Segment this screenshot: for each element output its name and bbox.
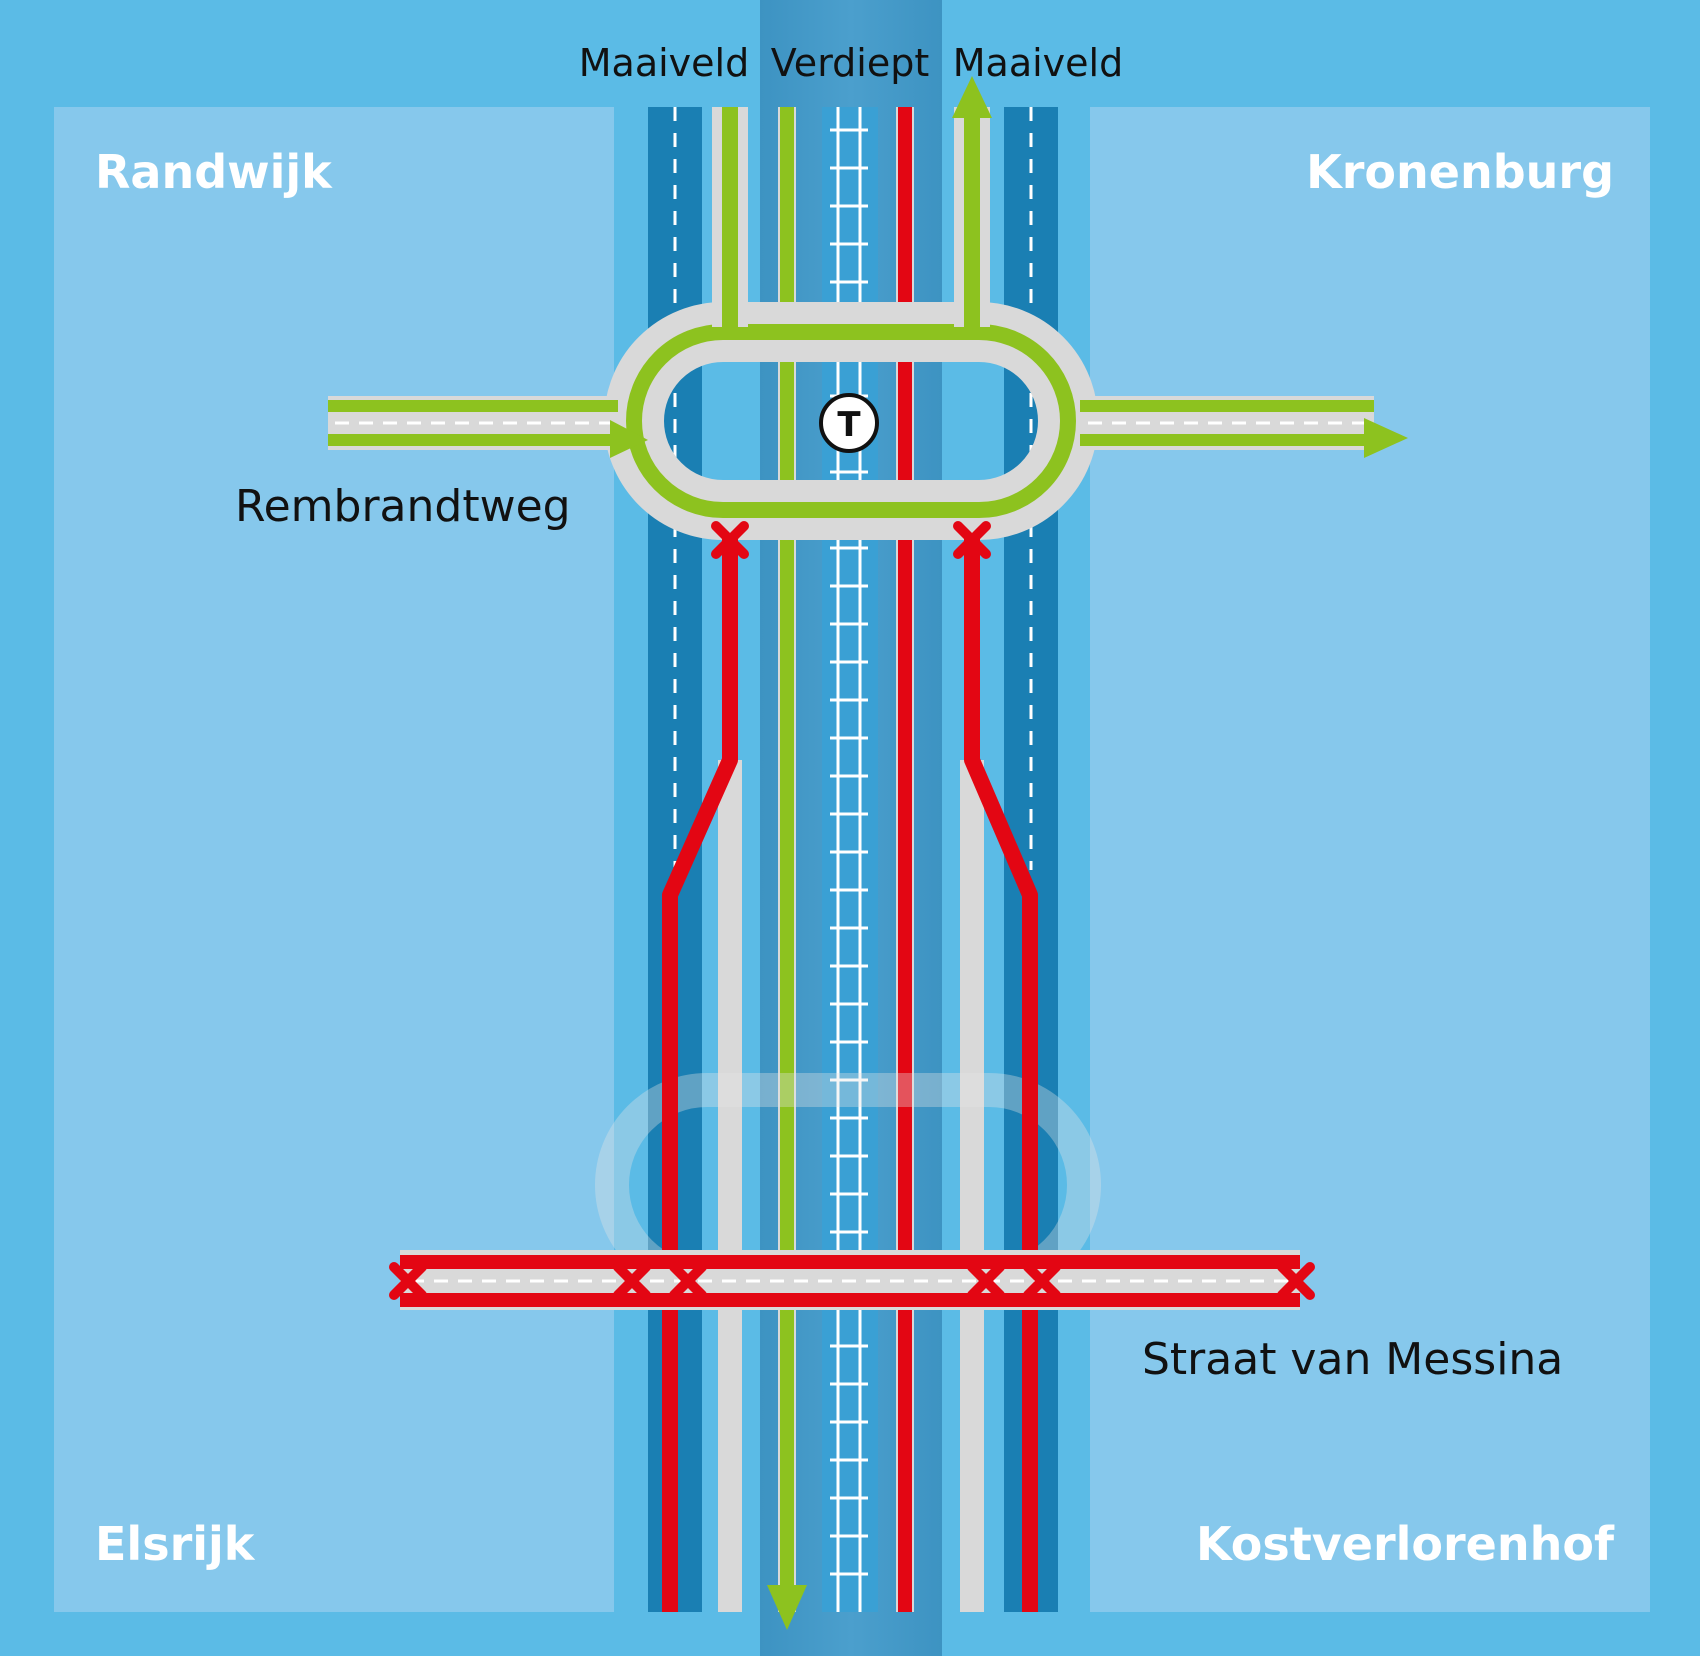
arrow-icon — [952, 76, 992, 118]
column-header-maaiveld-west: Maaiveld — [579, 41, 749, 85]
service-lane-east — [960, 760, 984, 1612]
district-area-west — [54, 107, 614, 1612]
tram-stop-icon: T — [819, 393, 879, 453]
straat-van-messina-closed — [400, 1250, 1300, 1310]
closed-cross-icon — [613, 1262, 651, 1300]
sunken-route-southbound — [780, 107, 794, 1587]
rembrandtweg-west — [328, 396, 648, 458]
arrow-icon — [767, 1585, 807, 1630]
closed-cross-icon — [1023, 1262, 1061, 1300]
arrow-icon — [610, 420, 648, 458]
street-label-straat-van-messina: Straat van Messina — [1142, 1334, 1563, 1385]
closed-cross-icon — [1277, 1262, 1315, 1300]
closed-cross-icon — [669, 1262, 707, 1300]
district-label-randwijk: Randwijk — [95, 145, 333, 199]
service-lane-west — [718, 760, 742, 1612]
closed-cross-icon — [711, 521, 749, 559]
closed-cross-icon — [389, 1262, 427, 1300]
closed-cross-icon — [953, 521, 991, 559]
district-label-kostverlorenhof: Kostverlorenhof — [1196, 1517, 1615, 1571]
district-label-elsrijk: Elsrijk — [95, 1517, 256, 1571]
closed-cross-icon — [967, 1262, 1005, 1300]
district-label-kronenburg: Kronenburg — [1306, 145, 1614, 199]
column-header-maaiveld-east: Maaiveld — [953, 41, 1123, 85]
arrow-icon — [1364, 418, 1408, 458]
district-area-east — [1090, 107, 1650, 1612]
svg-text:T: T — [837, 405, 861, 445]
street-label-rembrandtweg: Rembrandtweg — [235, 481, 571, 532]
rembrandtweg-east — [1080, 396, 1408, 458]
roundabout-rembrandtweg — [604, 76, 1098, 540]
column-header-verdiept: Verdiept — [771, 41, 929, 85]
